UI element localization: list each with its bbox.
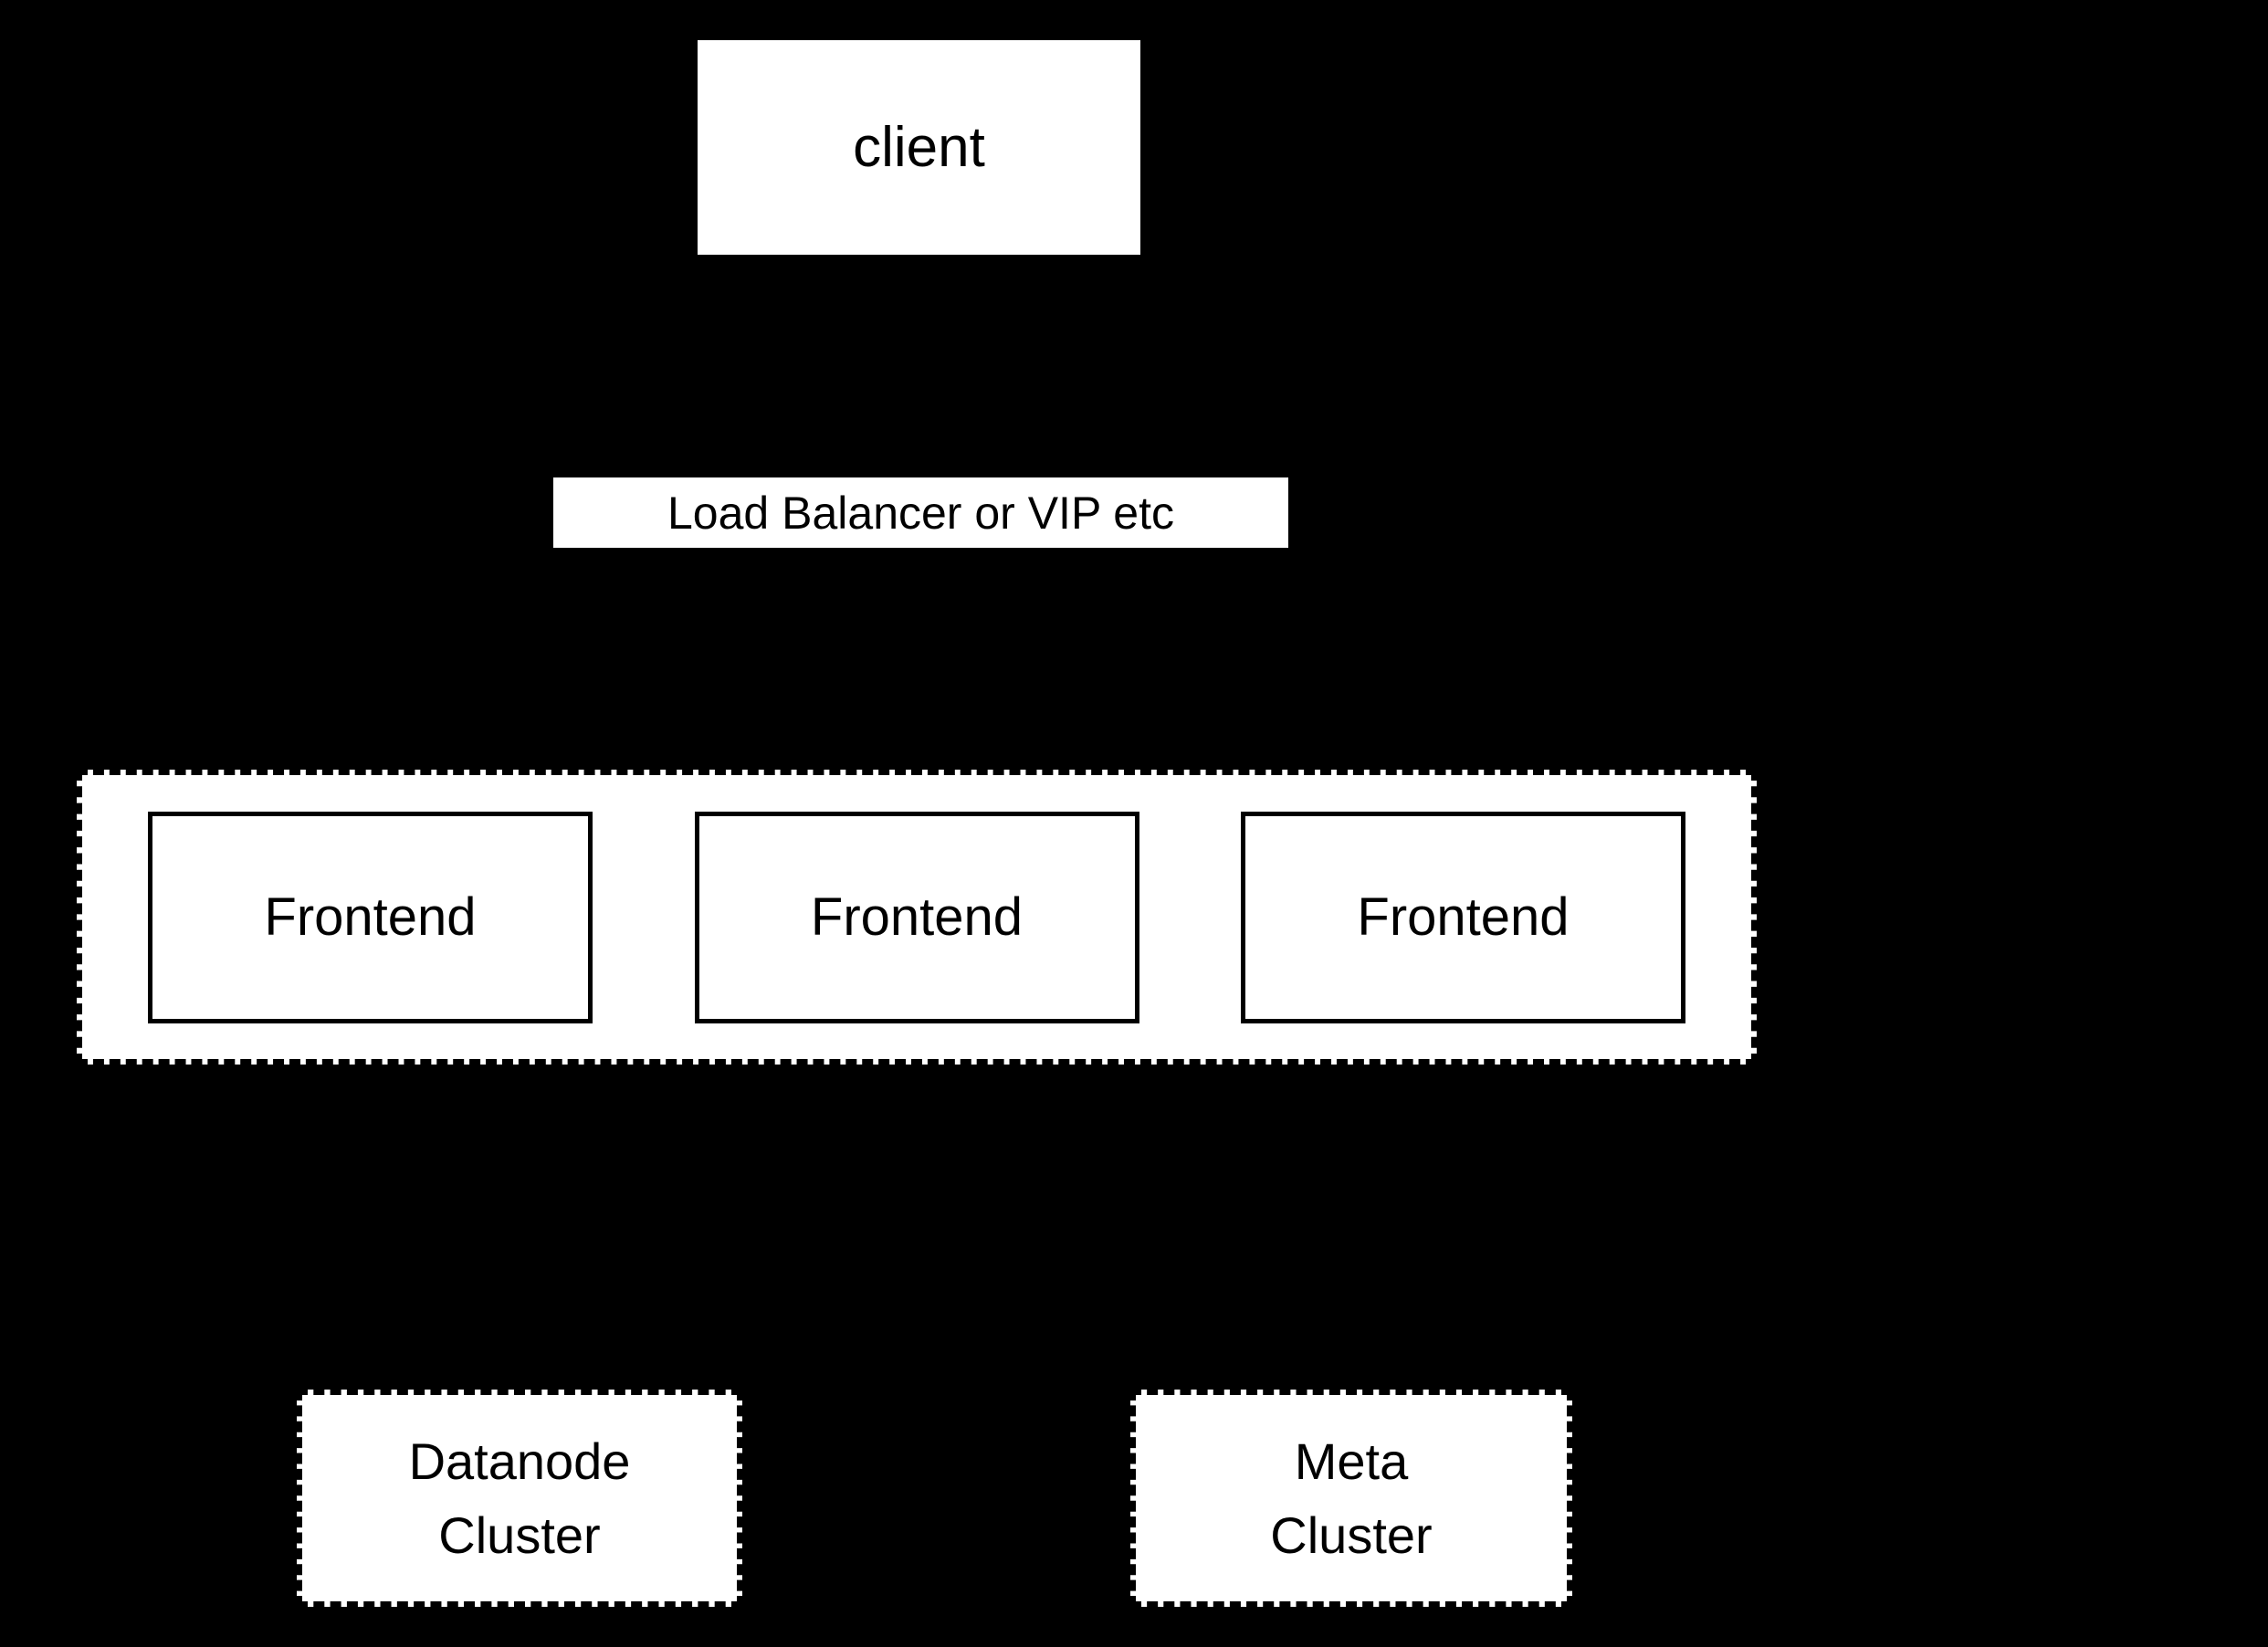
datanode-cluster-node: Datanode Cluster — [297, 1390, 742, 1607]
frontend-node-3: Frontend — [1241, 811, 1685, 1023]
meta-cluster-node: Meta Cluster — [1130, 1390, 1572, 1607]
frontend-cluster-container: Frontend Frontend Frontend — [77, 770, 1757, 1065]
frontend-node-3-label: Frontend — [1357, 887, 1570, 947]
meta-cluster-node-label: Meta Cluster — [1270, 1432, 1433, 1564]
frontend-node-2: Frontend — [694, 811, 1139, 1023]
frontend-node-1-label: Frontend — [264, 887, 477, 947]
client-node: client — [698, 40, 1140, 255]
load-balancer-node-label: Load Balancer or VIP etc — [667, 487, 1174, 539]
load-balancer-node: Load Balancer or VIP etc — [553, 477, 1288, 548]
datanode-cluster-node-label: Datanode Cluster — [408, 1432, 631, 1564]
frontend-node-1: Frontend — [148, 811, 593, 1023]
client-node-label: client — [853, 116, 985, 179]
frontend-node-2-label: Frontend — [810, 887, 1024, 947]
